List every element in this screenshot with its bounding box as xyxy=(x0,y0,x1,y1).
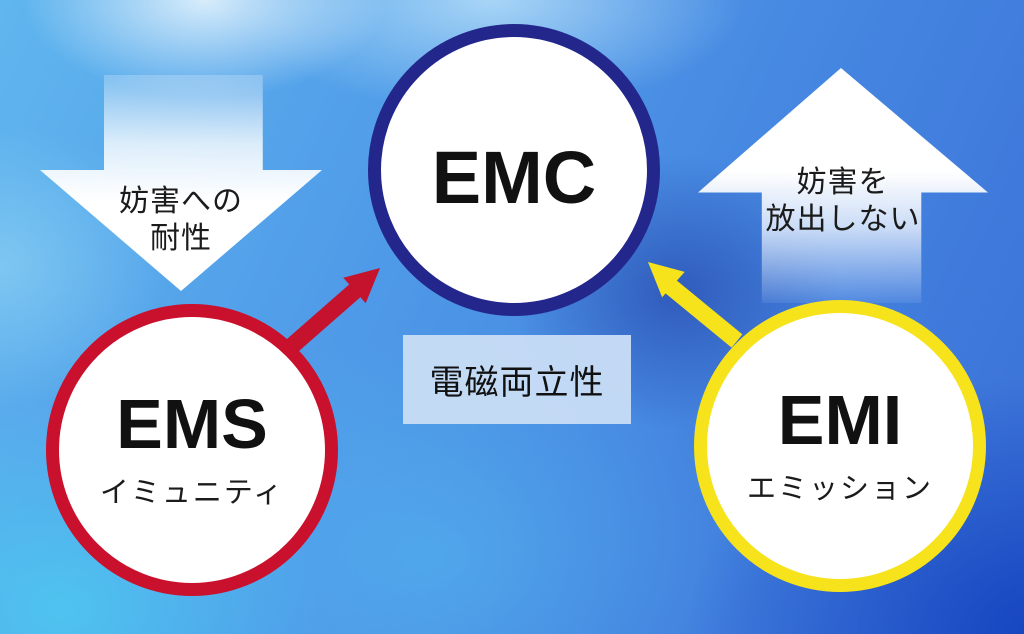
up-arrow-caption-line1: 妨害を xyxy=(796,166,890,199)
emi-node-sublabel: エミッション xyxy=(746,473,933,505)
emc-node: EMC xyxy=(368,24,660,316)
emi-to-emc-arrowhead-icon xyxy=(648,262,685,298)
up-block-arrow: 妨害を 放出しない xyxy=(698,68,988,303)
center-label-text: 電磁両立性 xyxy=(429,364,605,402)
down-arrow-caption-line1: 妨害への xyxy=(119,185,243,218)
emi-node: EMI エミッション xyxy=(694,300,986,592)
down-arrow-caption-line2: 耐性 xyxy=(150,222,212,255)
emi-to-emc-arrow xyxy=(648,262,743,348)
center-label-box: 電磁両立性 xyxy=(403,335,631,424)
ems-node-label: EMS xyxy=(116,385,268,463)
emc-node-label: EMC xyxy=(431,136,597,219)
emi-node-label: EMI xyxy=(777,381,903,459)
up-arrow-caption-line2: 放出しない xyxy=(765,203,921,236)
ems-to-emc-arrow-shaft xyxy=(279,281,364,359)
ems-to-emc-arrowhead-icon xyxy=(343,268,380,304)
ems-to-emc-arrow xyxy=(279,268,380,359)
down-arrow-caption: 妨害への 耐性 xyxy=(40,183,322,257)
ems-node-sublabel: イミュニティ xyxy=(99,477,285,509)
up-arrow-caption: 妨害を 放出しない xyxy=(698,164,988,238)
down-block-arrow: 妨害への 耐性 xyxy=(40,75,322,291)
ems-node: EMS イミュニティ xyxy=(46,304,338,596)
emi-to-emc-arrow-shaft xyxy=(664,279,743,348)
